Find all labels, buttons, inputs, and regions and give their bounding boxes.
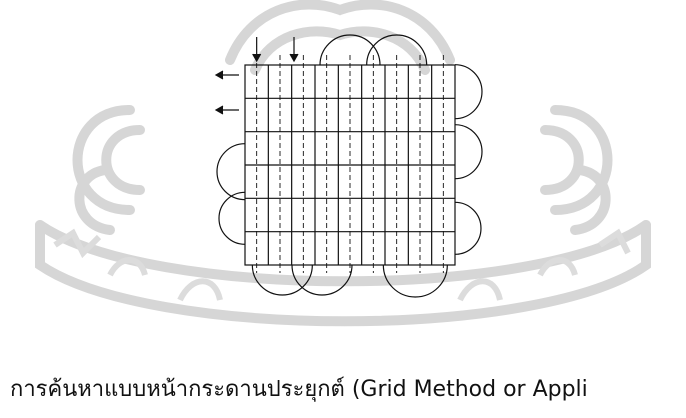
arrow-down-icon	[290, 54, 298, 61]
figure-caption: การค้นหาแบบหน้ากระดานประยุกต์ (Grid Meth…	[10, 375, 686, 405]
turnaround-loop	[383, 265, 447, 297]
turnaround-loop	[219, 192, 245, 244]
turnaround-loop	[292, 265, 352, 295]
turnaround-loop	[217, 144, 245, 200]
turnaround-loop	[455, 65, 482, 119]
arrow-left-icon	[216, 106, 223, 114]
turnaround-loop	[252, 265, 312, 295]
turnaround-loop	[455, 125, 482, 179]
turnaround-loop	[455, 202, 481, 254]
grid-method-diagram	[195, 20, 490, 310]
arrow-left-icon	[216, 71, 223, 79]
arrow-down-icon	[253, 54, 261, 61]
